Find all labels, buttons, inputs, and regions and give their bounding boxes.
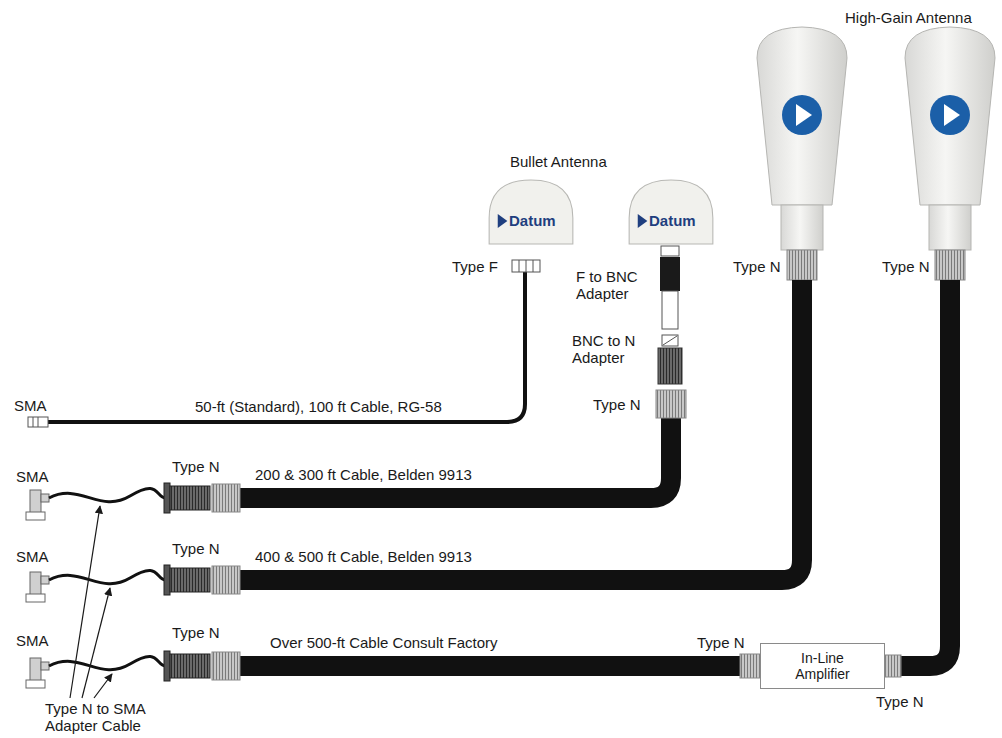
adapter-rows [49,570,166,583]
f-to-bnc-adapter [662,291,678,329]
high-gain-antenna [935,250,965,280]
adapter-rows [41,494,49,502]
type-f-connector [512,260,540,272]
connector-label: SMA [16,548,49,565]
high-gain-antenna [781,205,823,250]
high-gain-antenna [787,250,817,280]
f-to-bnc-adapter [660,246,680,329]
bnc-to-n-adapter [658,348,682,384]
bnc-to-n-adapter [658,335,682,384]
adapter-rows [26,680,45,688]
logo-mark [498,214,508,228]
adapter-label: BNC to N Adapter [572,332,652,366]
high-gain-antenna [929,205,971,250]
antenna-title: Bullet Antenna [510,153,607,170]
leader-arrow [94,674,112,698]
high-gain-antenna [905,27,995,280]
high-gain-antenna [757,27,847,205]
adapter-rows [26,594,45,602]
logo-text: Datum [627,178,715,229]
logo-mark [638,214,648,228]
connector-label: SMA [16,632,49,649]
rg58-cable [48,272,525,422]
adapter-rows [164,483,170,513]
f-to-bnc-adapter [661,246,679,256]
high-gain-antenna [905,27,995,205]
adapter-rows [170,486,210,510]
high-gain-antenna [757,27,847,280]
bullet-antenna: Datum [487,178,575,246]
coax-cable [240,280,802,580]
in-line-amplifier: In-Line Amplifier [760,643,885,689]
cable-label: 200 & 300 ft Cable, Belden 9913 [255,466,472,483]
cable-label: 50-ft (Standard), 100 ft Cable, RG-58 [195,398,442,415]
adapter-rows [212,484,240,512]
connector-label: Type N [593,396,641,413]
type-n-connector [885,655,901,677]
bnc-to-n-adapter [662,335,678,346]
adapter-rows [170,654,210,678]
connector-label: Type N [733,258,781,275]
f-to-bnc-adapter [660,257,680,291]
coax-cable [240,656,740,676]
antenna-title: High-Gain Antenna [845,9,972,26]
type-n-connector [740,654,760,678]
connector-label: SMA [14,397,47,414]
sma-connector [28,417,48,427]
connector-label: Type N [882,258,930,275]
coax-cable [240,280,950,666]
coax-cable [240,418,671,498]
node-label: In-Line Amplifier [780,650,866,682]
adapter-rows [170,568,210,592]
adapter-rows [49,656,166,669]
adapter-rows [212,566,240,594]
connector-label: Type N [172,540,220,557]
high-gain-antenna [782,95,822,135]
adapter-rows [164,651,170,681]
connector-label: Type N [172,458,220,475]
type-f-connector [526,260,527,272]
coax-cable [900,280,950,666]
sma-connector [33,417,34,427]
cable-label: Over 500-ft Cable Consult Factory [270,634,498,651]
connector-label: Type N [876,693,924,710]
connector-label: SMA [16,468,49,485]
adapter-rows [26,565,240,602]
high-gain-antenna [930,95,970,135]
adapter-label: F to BNC Adapter [576,268,656,302]
type-f-connector [519,260,520,272]
high-gain-antenna [944,104,960,126]
adapter-rows [26,483,240,520]
adapter-rows [26,483,240,688]
high-gain-antenna [796,104,812,126]
type-f-connector [533,260,534,272]
connector-label: Type F [452,258,498,275]
adapter-rows [26,512,45,520]
type-f-connector [512,260,540,272]
adapter-rows [212,652,240,680]
sma-connector [28,417,48,427]
adapter-rows [49,488,166,501]
leader-arrow [70,506,112,698]
logo-text: Datum [487,178,575,229]
leader-arrow [70,506,100,698]
connector-label: Type N [697,634,745,651]
cable-label: 400 & 500 ft Cable, Belden 9913 [255,548,472,565]
adapter-label: Type N to SMA Adapter Cable [45,700,185,734]
adapter-rows [41,576,49,584]
connector-label: Type N [172,624,220,641]
adapter-rows [41,662,49,670]
adapter-rows [26,651,240,688]
sma-connector [38,417,39,427]
adapter-rows [164,565,170,595]
bnc-to-n-adapter [663,336,677,345]
bullet-antenna: Datum [627,178,715,246]
type-n-connector [656,390,686,418]
